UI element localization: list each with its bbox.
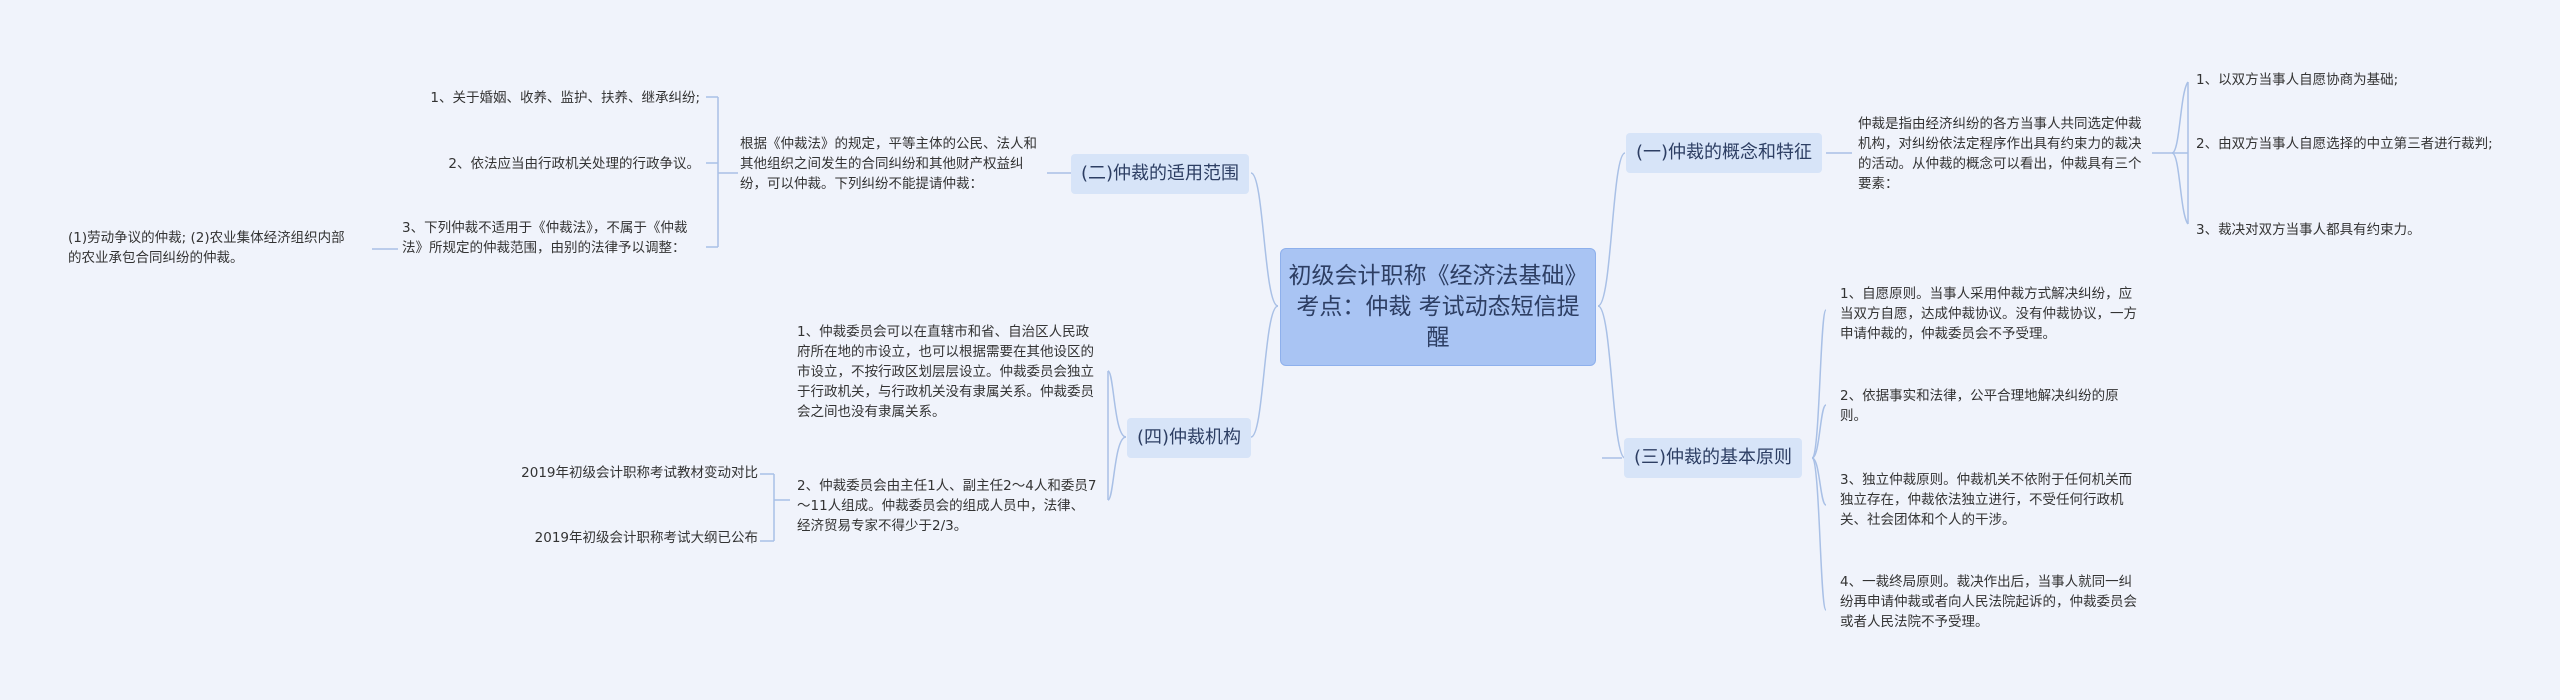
principle-item: 2、依据事实和法律，公平合理地解决纠纷的原则。 bbox=[1840, 388, 2119, 424]
concept-item: 1、以双方当事人自愿协商为基础; bbox=[2196, 72, 2399, 88]
branch-scope-label: (二)仲裁的适用范围 bbox=[1081, 163, 1240, 184]
connector bbox=[1811, 309, 1827, 459]
branch-principles[interactable]: (三)仲裁的基本原则 bbox=[1624, 438, 1803, 478]
branch-concept-label: (一)仲裁的概念和特征 bbox=[1636, 142, 1813, 163]
connector bbox=[1811, 404, 1827, 459]
branch-principles-label: (三)仲裁的基本原则 bbox=[1634, 447, 1793, 468]
scope-sub-item: (1)劳动争议的仲裁; (2)农业集体经济组织内部的农业承包合同纠纷的仲裁。 bbox=[68, 230, 345, 266]
connector bbox=[2171, 152, 2189, 225]
concept-description: 仲裁是指由经济纠纷的各方当事人共同选定仲裁机构，对纠纷依法定程序作出具有约束力的… bbox=[1858, 116, 2142, 192]
related-link[interactable]: 2019年初级会计职称考试教材变动对比 bbox=[521, 465, 758, 481]
concept-item: 3、裁决对双方当事人都具有约束力。 bbox=[2196, 222, 2421, 238]
branch-institution-label: (四)仲裁机构 bbox=[1137, 427, 1242, 448]
connector bbox=[1250, 172, 1279, 307]
branch-institution[interactable]: (四)仲裁机构 bbox=[1127, 418, 1252, 458]
connector bbox=[1597, 305, 1626, 459]
root-topic-label: 初级会计职称《经济法基础》考点：仲裁 考试动态短信提醒 bbox=[1288, 262, 1588, 351]
connector bbox=[1107, 370, 1127, 438]
connector bbox=[2171, 81, 2189, 154]
connector bbox=[1597, 152, 1626, 307]
branch-concept[interactable]: (一)仲裁的概念和特征 bbox=[1626, 133, 1823, 173]
connector bbox=[1250, 305, 1279, 438]
institution-item: 2、仲裁委员会由主任1人、副主任2～4人和委员7～11人组成。仲裁委员会的组成人… bbox=[797, 478, 1097, 534]
institution-item: 1、仲裁委员会可以在直辖市和省、自治区人民政府所在地的市设立，也可以根据需要在其… bbox=[797, 324, 1094, 420]
scope-item: 3、下列仲裁不适用于《仲裁法》，不属于《仲裁法》所规定的仲裁范围，由别的法律予以… bbox=[402, 220, 688, 256]
concept-item: 2、由双方当事人自愿选择的中立第三者进行裁判; bbox=[2196, 136, 2493, 152]
connector bbox=[1107, 436, 1127, 501]
principle-item: 3、独立仲裁原则。仲裁机关不依附于任何机关而独立存在，仲裁依法独立进行，不受任何… bbox=[1840, 472, 2133, 528]
scope-item: 2、依法应当由行政机关处理的行政争议。 bbox=[448, 156, 700, 172]
branch-scope[interactable]: (二)仲裁的适用范围 bbox=[1071, 154, 1250, 194]
connector bbox=[1811, 457, 1827, 611]
root-topic[interactable]: 初级会计职称《经济法基础》考点：仲裁 考试动态短信提醒 bbox=[1280, 248, 1596, 366]
principle-item: 1、自愿原则。当事人采用仲裁方式解决纠纷，应当双方自愿，达成仲裁协议。没有仲裁协… bbox=[1840, 286, 2137, 342]
principle-item: 4、一裁终局原则。裁决作出后，当事人就同一纠纷再申请仲裁或者向人民法院起诉的，仲… bbox=[1840, 574, 2137, 630]
related-link[interactable]: 2019年初级会计职称考试大纲已公布 bbox=[534, 530, 758, 546]
scope-description: 根据《仲裁法》的规定，平等主体的公民、法人和其他组织之间发生的合同纠纷和其他财产… bbox=[740, 136, 1037, 192]
scope-item: 1、关于婚姻、收养、监护、扶养、继承纠纷; bbox=[430, 90, 700, 106]
